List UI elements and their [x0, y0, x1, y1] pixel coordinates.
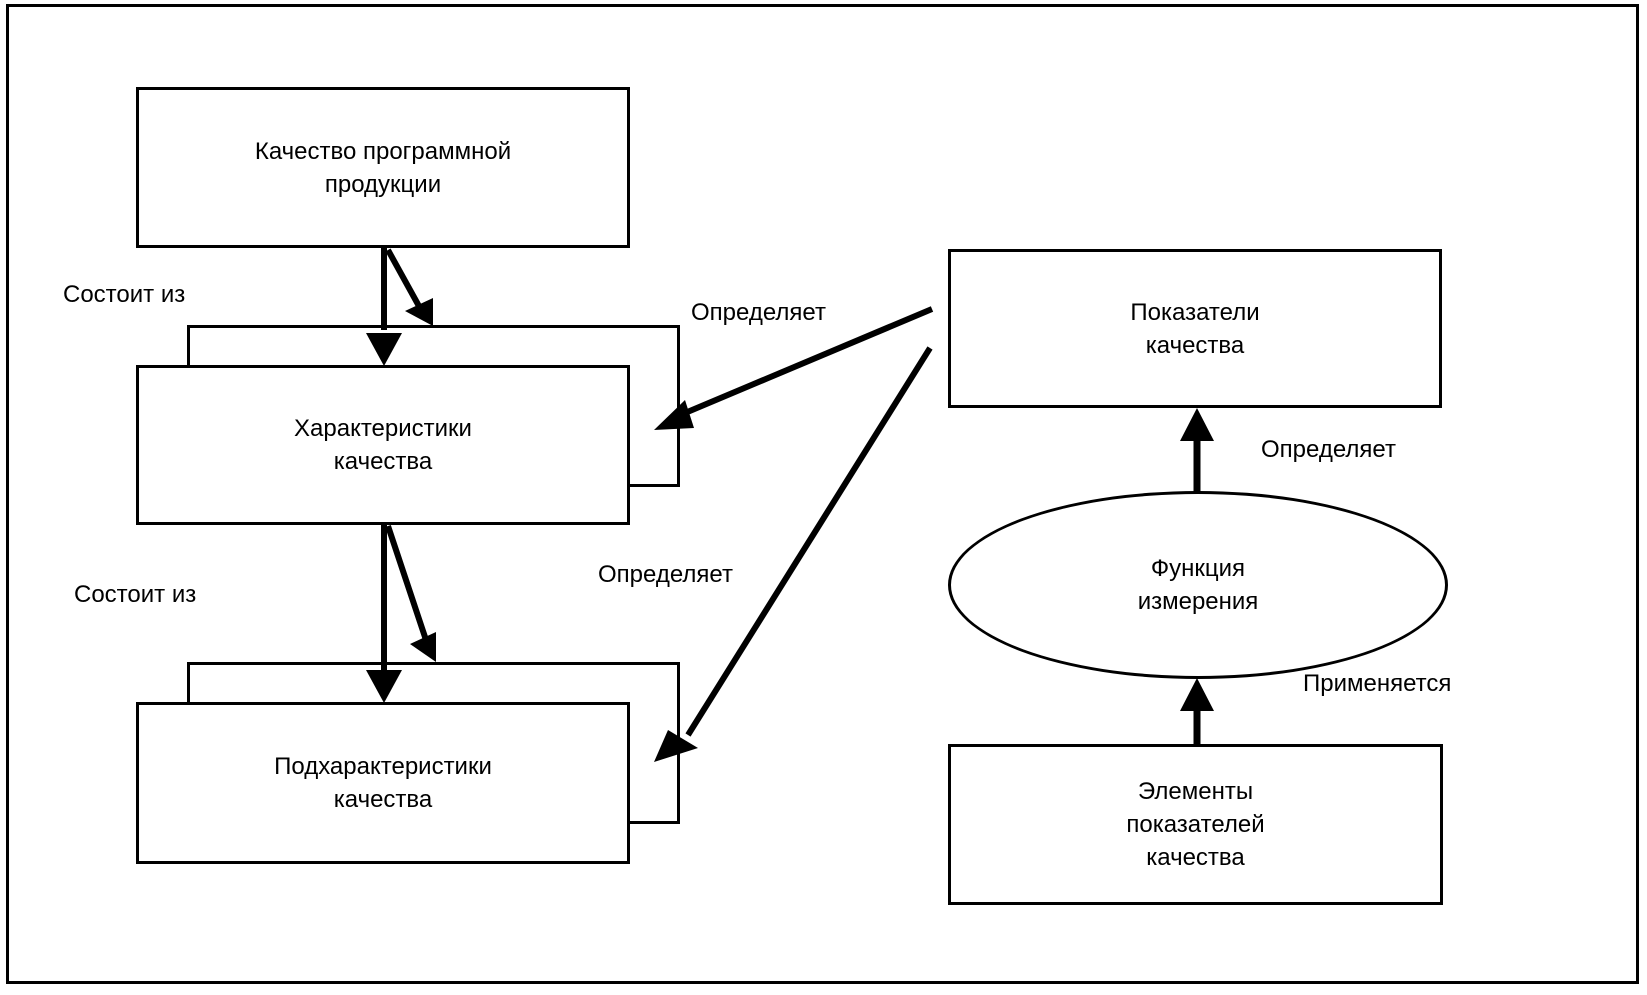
edge-label-consists-of: Состоит из [63, 281, 186, 308]
arrowhead-left [654, 730, 698, 762]
edge-label-defines: Определяет [598, 561, 733, 588]
arrowhead-down [366, 670, 402, 703]
node-quality-measures: Показатели качества [948, 249, 1442, 408]
edge-measures-to-subcharacteristics [685, 346, 933, 737]
node-measurement-function: Функция измерения [948, 491, 1448, 679]
node-quality-subcharacteristics: Подхарактеристики качества [136, 702, 630, 864]
node-quality-measure-elements: Элементы показателей качества [948, 744, 1443, 905]
arrowhead-up [1180, 408, 1214, 441]
node-quality-characteristics: Характеристики качества [136, 365, 630, 525]
edge-label-applied: Применяется [1303, 670, 1452, 697]
edge-label-consists-of: Состоит из [74, 581, 197, 608]
diagram-frame [6, 4, 1639, 984]
edge-label-defines: Определяет [691, 299, 826, 326]
node-software-quality: Качество программной продукции [136, 87, 630, 248]
arrowhead-diagonal [405, 298, 433, 326]
edge-characteristics-to-subcharacteristics-diagonal [385, 525, 429, 641]
arrowhead-diagonal [410, 632, 436, 662]
edge-quality-to-characteristics-diagonal [385, 248, 423, 310]
edge-label-defines: Определяет [1261, 436, 1396, 463]
arrowhead-left [654, 400, 694, 430]
arrowhead-down [366, 333, 402, 366]
arrowhead-up [1180, 678, 1214, 711]
edge-measures-to-characteristics [683, 306, 934, 416]
